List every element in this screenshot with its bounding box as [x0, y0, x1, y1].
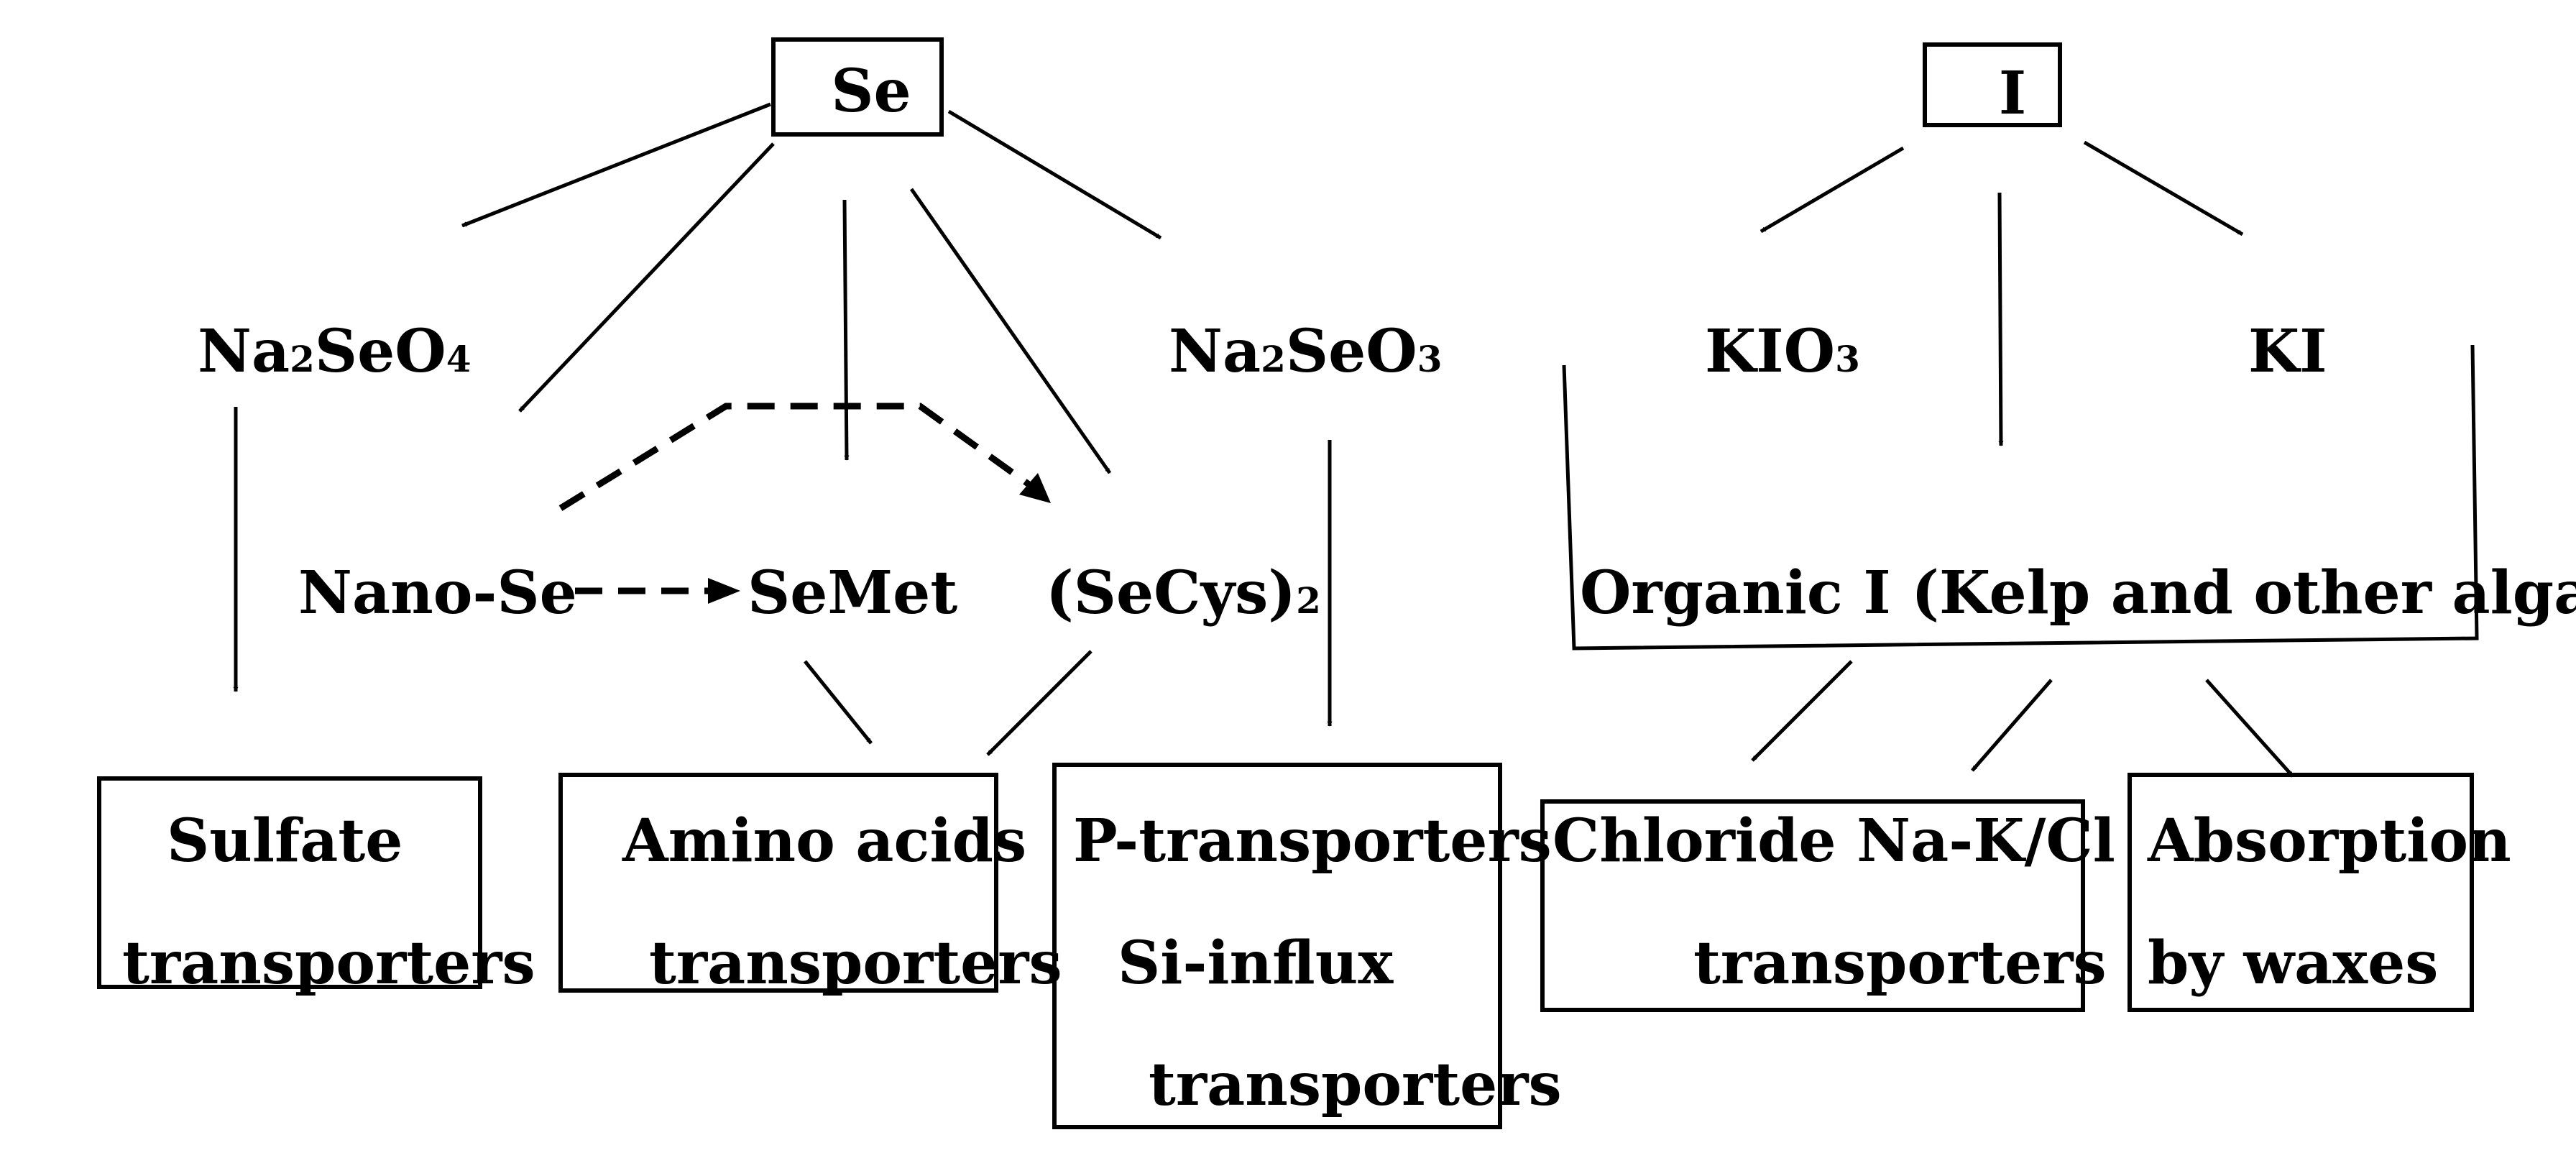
arrow-organic-to-chloride: [1751, 660, 1853, 762]
nano-se-label: Nano-Se: [298, 559, 577, 628]
p-line-3: transporters: [1149, 1050, 1562, 1119]
arrow-se-to-semet: [842, 199, 850, 461]
dashed-arrowhead-semet: [708, 578, 740, 604]
p-si-transporters-box: P-transporters Si-influx transporters: [1052, 763, 1562, 1129]
dashed-arrowhead-secys: [1019, 473, 1051, 503]
dashed-conversions: [558, 403, 1051, 604]
chloride-box-border: [1540, 799, 2085, 1012]
sodium-selenite-label: Na2SeO3: [1169, 317, 1443, 386]
kio3-label: KIO3: [1705, 317, 1860, 386]
arrow-i-to-organic: [1997, 192, 2004, 446]
organic-i-bracket: Organic I (Kelp and other algae): [1562, 344, 2576, 651]
arrow-se-to-selenate: [461, 102, 771, 228]
chloride-line-2: transporters: [1693, 929, 2107, 998]
semet-label: SeMet: [748, 559, 957, 628]
p-line-1: P-transporters: [1073, 807, 1552, 876]
absorption-box-border: [2128, 773, 2474, 1012]
organic-i-label: Organic I (Kelp and other algae): [1580, 559, 2576, 628]
chloride-transporters-box: Chloride Na-K/Cl transporters: [1540, 799, 2115, 1012]
arrow-se-to-secys: [909, 188, 1112, 474]
sulfate-line-2: transporters: [122, 929, 535, 998]
absorption-line-2: by waxes: [2148, 929, 2438, 998]
i-arrows: [1751, 140, 2294, 778]
sodium-selenate-label: Na2SeO4: [198, 317, 472, 386]
arrow-organic-to-absorption: [2205, 679, 2294, 778]
i-root-node: I: [1923, 42, 2062, 128]
chloride-line-1: Chloride Na-K/Cl: [1552, 807, 2115, 876]
dashed-path-nano-to-secys: [558, 403, 1037, 511]
ki-label: KI: [2248, 317, 2327, 386]
sulfate-transporters-box: Sulfate transporters: [97, 776, 535, 998]
se-root-box: [771, 37, 944, 137]
amino-box-border: [558, 773, 998, 993]
sulfate-line-1: Sulfate: [167, 807, 402, 876]
arrow-secys-to-amino: [986, 650, 1092, 756]
sulfate-box-border: [97, 776, 482, 989]
absorption-by-waxes-box: Absorption by waxes: [2128, 773, 2511, 1012]
se-arrows: [233, 102, 1333, 756]
arrow-organic-to-chloride-2: [1971, 679, 2053, 772]
p-box-border: [1052, 763, 1502, 1129]
arrow-se-to-selenite: [947, 109, 1162, 240]
se-root-label: Se: [831, 57, 911, 126]
arrow-i-to-ki: [2083, 140, 2244, 236]
se-root-node: Se: [771, 37, 944, 137]
amino-acids-transporters-box: Amino acids transporters: [558, 773, 1062, 998]
arrow-semet-to-amino: [804, 660, 873, 745]
organic-bracket-lines: [1562, 344, 2479, 651]
i-root-label: I: [1999, 59, 2026, 128]
absorption-line-1: Absorption: [2147, 807, 2511, 876]
secys2-label: (SeCys)2: [1046, 559, 1321, 628]
p-line-2: Si-influx: [1118, 929, 1394, 998]
i-root-box: [1923, 42, 2062, 127]
amino-line-2: transporters: [649, 929, 1062, 998]
amino-line-1: Amino acids: [622, 807, 1026, 876]
arrow-se-to-nano: [518, 142, 775, 413]
arrow-i-to-kio3: [1760, 146, 1905, 234]
